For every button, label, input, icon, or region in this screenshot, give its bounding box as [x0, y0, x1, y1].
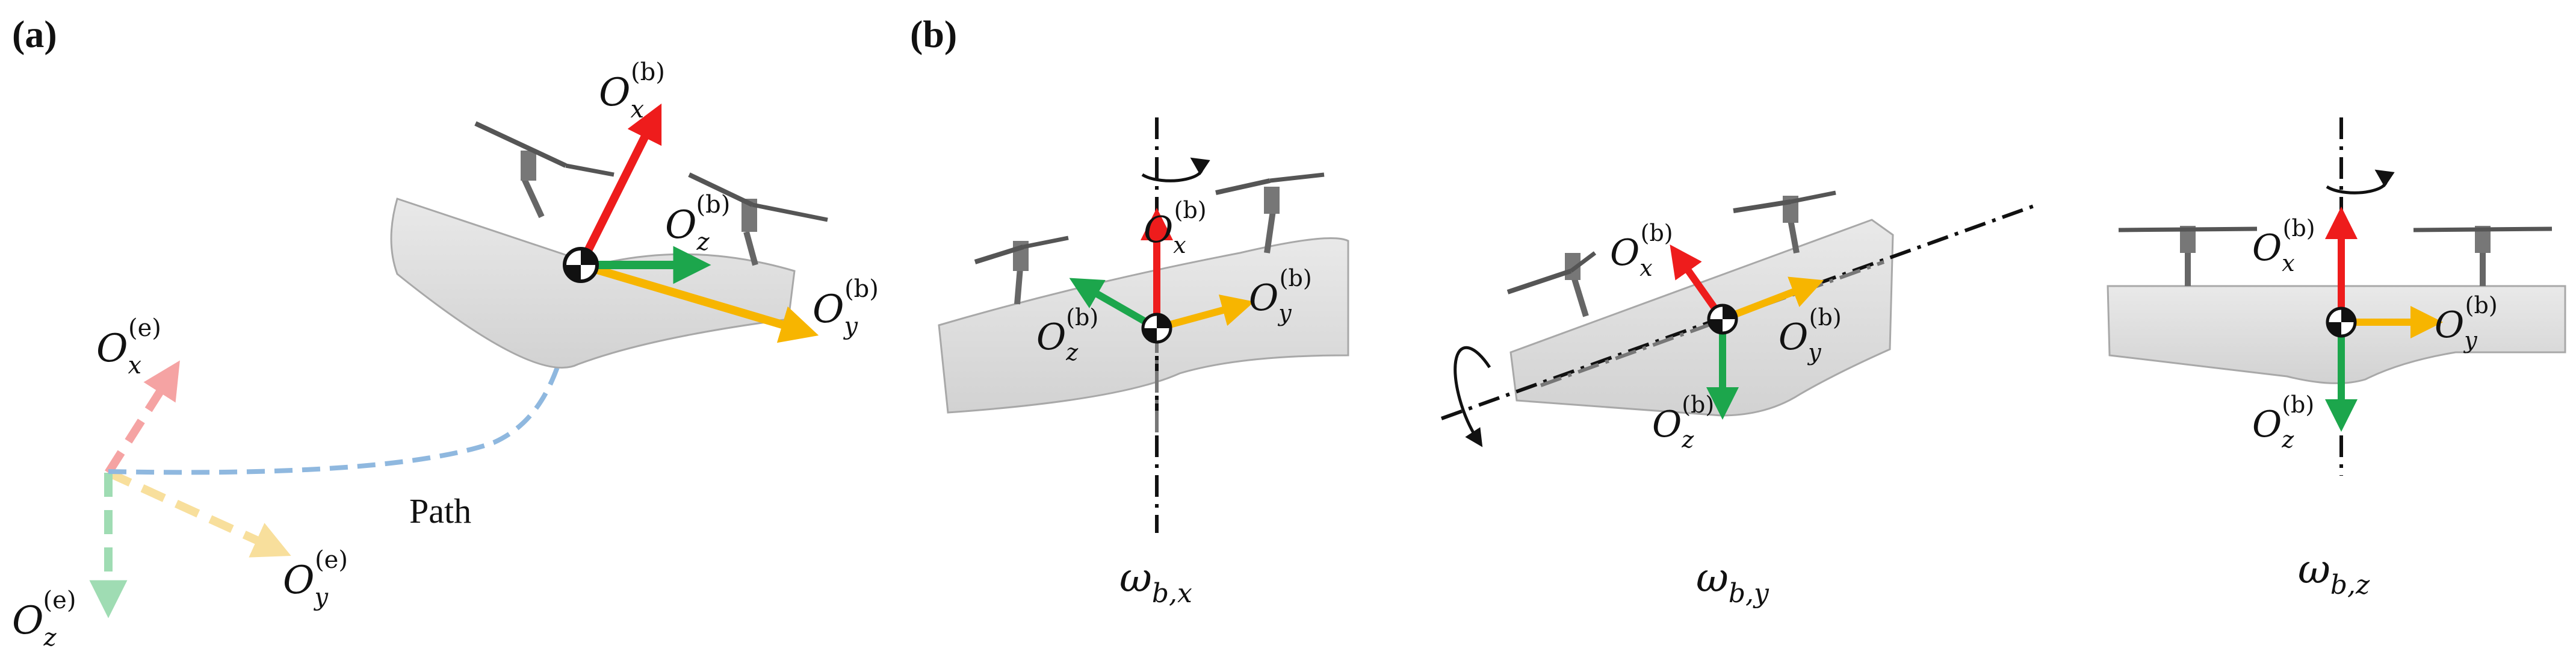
body-z-label-v3: Oz(b) — [2252, 391, 2314, 453]
propeller-icon — [1506, 251, 1597, 317]
omega-bz-label: ωb,z — [2298, 546, 2370, 600]
propeller-icon — [1215, 172, 1325, 254]
omega-bx-label: ωb,x — [1119, 555, 1192, 609]
panel-a-label: (a) — [12, 13, 57, 55]
body-x-label-v3: Ox(b) — [2252, 215, 2315, 276]
propeller-icon — [974, 235, 1069, 305]
wing-body — [390, 198, 796, 369]
center-of-mass-icon — [563, 247, 599, 283]
propeller-icon — [2413, 226, 2553, 286]
center-of-mass-icon — [1141, 313, 1172, 344]
omega-by-label: ωb,y — [1696, 555, 1769, 609]
body-x-label-v1: Ox(b) — [1144, 197, 1207, 258]
propeller-icon — [688, 172, 828, 266]
body-y-label-a: Oy(b) — [813, 275, 879, 340]
body-x-label-v2: Ox(b) — [1610, 220, 1673, 281]
body-frame-a — [563, 103, 819, 343]
body-y-axis-arrow — [580, 261, 819, 343]
view-omega-bx — [938, 117, 1349, 533]
earth-x-label: Ox(e) — [96, 314, 161, 379]
path-label: Path — [409, 491, 471, 531]
body-z-label-v2: Oz(b) — [1652, 391, 1714, 453]
earth-x-axis-arrow — [105, 360, 180, 475]
body-y-label-v1: Oy(b) — [1249, 265, 1312, 326]
body-x-axis-arrow — [577, 103, 662, 267]
panel-b-label: (b) — [910, 13, 957, 55]
body-z-label-v1: Oz(b) — [1036, 304, 1098, 366]
wing-body — [1509, 219, 1894, 417]
earth-y-axis-arrow — [107, 469, 291, 558]
rotation-arrow-icon — [1454, 346, 1491, 447]
drone-a — [390, 121, 828, 369]
body-y-axis-arrow — [1721, 276, 1824, 323]
body-y-label-v3: Oy(b) — [2435, 292, 2498, 353]
rotation-arrow-icon — [2326, 169, 2395, 195]
view-omega-bz — [2107, 117, 2566, 476]
rotation-axis — [1440, 203, 2039, 420]
earth-frame — [89, 360, 291, 618]
center-of-mass-icon — [2326, 307, 2357, 338]
earth-z-label: Oz(e) — [12, 587, 76, 652]
propeller-icon — [1733, 190, 1836, 254]
view-omega-by — [1440, 190, 2039, 447]
propeller-icon — [2118, 226, 2258, 286]
center-of-mass-icon — [1707, 304, 1738, 335]
body-z-label-a: Oz(b) — [665, 191, 730, 256]
body-y-label-v2: Oy(b) — [1779, 304, 1842, 366]
body-x-label-a: Ox(b) — [599, 58, 665, 123]
propeller-icon — [474, 121, 615, 219]
rotation-arrow-icon — [1141, 157, 1210, 182]
earth-y-label: Oy(e) — [283, 546, 348, 611]
